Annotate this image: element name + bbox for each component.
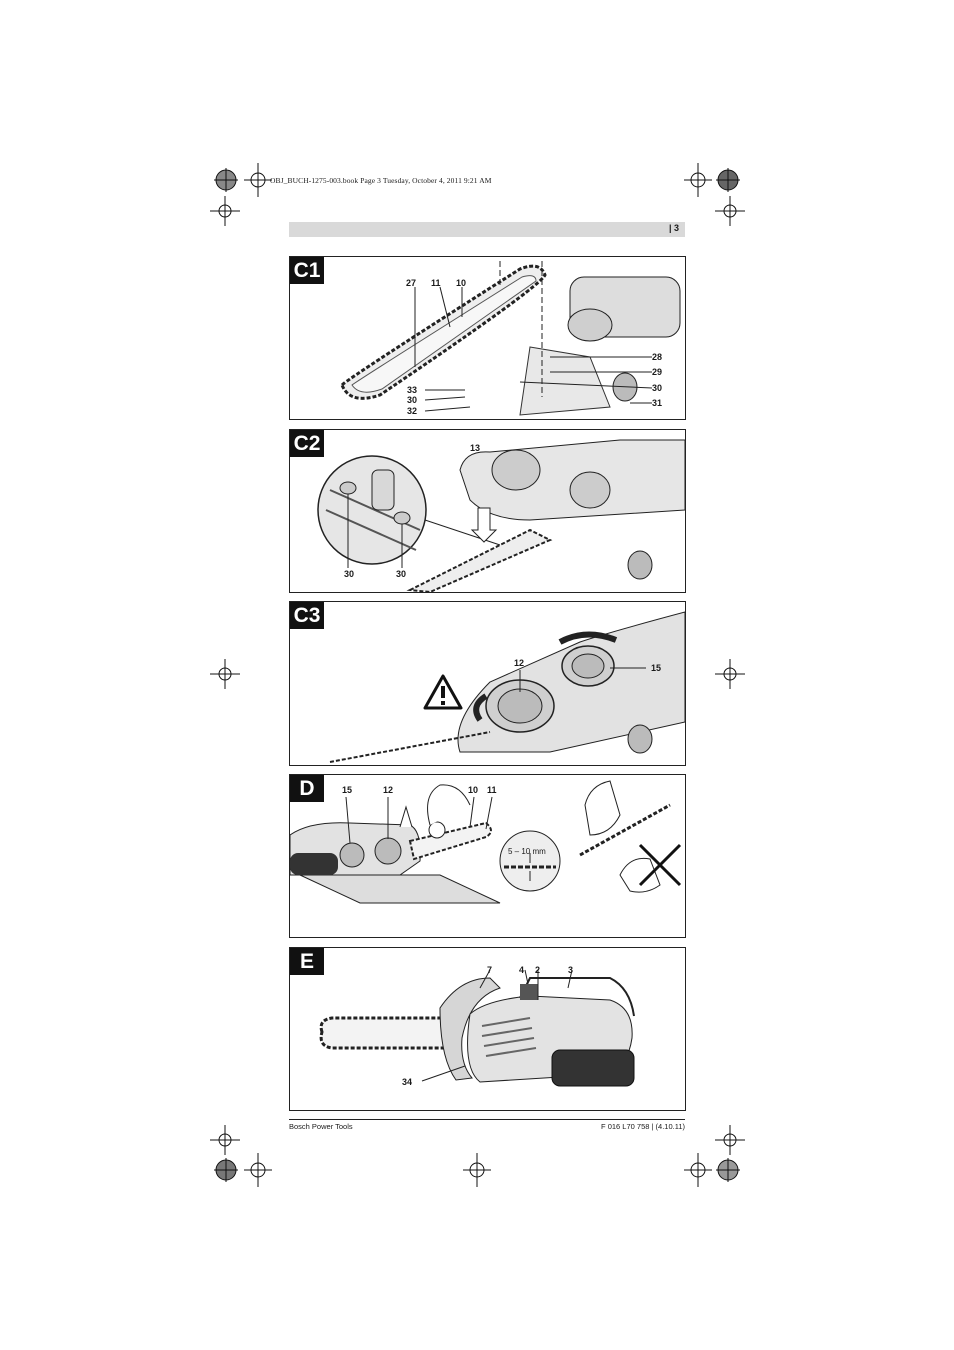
registration-mark-icon (244, 163, 272, 197)
registration-mark-icon (214, 1158, 238, 1182)
registration-mark-icon (210, 196, 240, 226)
callout-label: 15 (342, 785, 353, 795)
chainsaw-illustration (317, 439, 685, 592)
callout-label: 7 (487, 965, 493, 975)
callout-label: 11 (487, 785, 497, 795)
registration-mark-icon (716, 168, 740, 192)
chainsaw-illustration (319, 969, 635, 1087)
book-info-line: OBJ_BUCH-1275-003.book Page 3 Tuesday, O… (270, 176, 492, 185)
panel-tag: C3 (290, 602, 324, 629)
footer-rule (289, 1119, 685, 1120)
callout-label: 2 (535, 965, 541, 975)
callout-label: 13 (470, 443, 481, 453)
registration-mark-icon (715, 659, 745, 689)
callout-label: 12 (383, 785, 394, 795)
registration-mark-icon (715, 196, 745, 226)
chainsaw-illustration (290, 780, 682, 904)
callout-label: 32 (407, 406, 418, 416)
page-header-bar: | 3 (289, 222, 685, 237)
figure-panel-d: D 15 12 10 11 5 – 10 mm (289, 774, 686, 938)
callout-label: 3 (568, 965, 574, 975)
callout-label: 30 (396, 569, 407, 579)
chainsaw-illustration (340, 261, 681, 416)
panel-tag: C2 (290, 430, 324, 457)
panel-tag: C1 (290, 257, 324, 284)
callout-label: 11 (431, 278, 441, 288)
registration-mark-icon (684, 163, 712, 197)
registration-mark-icon (716, 1158, 740, 1182)
callout-label: 28 (652, 352, 663, 362)
registration-mark-icon (715, 1125, 745, 1155)
callout-label: 4 (519, 965, 525, 975)
chainsaw-illustration (329, 611, 685, 763)
figure-panel-c1: C1 27 11 10 28 29 30 31 33 30 32 (289, 256, 686, 420)
registration-mark-icon (244, 1153, 272, 1187)
callout-label: 31 (652, 398, 663, 408)
callout-label: 30 (344, 569, 355, 579)
panel-tag: E (290, 948, 324, 975)
callout-label: 10 (468, 785, 479, 795)
callout-label: 27 (406, 278, 417, 288)
footer-publisher: Bosch Power Tools (289, 1122, 353, 1131)
callout-label: 15 (651, 663, 662, 673)
measurement-label: 5 – 10 mm (508, 847, 546, 856)
registration-mark-icon (463, 1153, 491, 1187)
footer-document-number: F 016 L70 758 | (4.10.11) (601, 1122, 685, 1131)
callout-label: 30 (407, 395, 418, 405)
registration-mark-icon (210, 1125, 240, 1155)
registration-mark-icon (214, 168, 238, 192)
panel-tag: D (290, 775, 324, 802)
callout-label: 34 (402, 1077, 413, 1087)
registration-mark-icon (684, 1153, 712, 1187)
callout-label: 29 (652, 367, 663, 377)
callout-label: 33 (407, 385, 418, 395)
callout-label: 12 (514, 658, 525, 668)
figure-panel-c2: C2 13 30 30 (289, 429, 686, 593)
warning-triangle-icon (423, 674, 463, 710)
figure-panel-e: E 7 4 2 3 34 (289, 947, 686, 1111)
callout-label: 10 (456, 278, 467, 288)
callout-label: 30 (652, 383, 663, 393)
registration-mark-icon (210, 659, 240, 689)
page-number: | 3 (668, 223, 679, 233)
figure-panel-c3: C3 12 15 (289, 601, 686, 766)
